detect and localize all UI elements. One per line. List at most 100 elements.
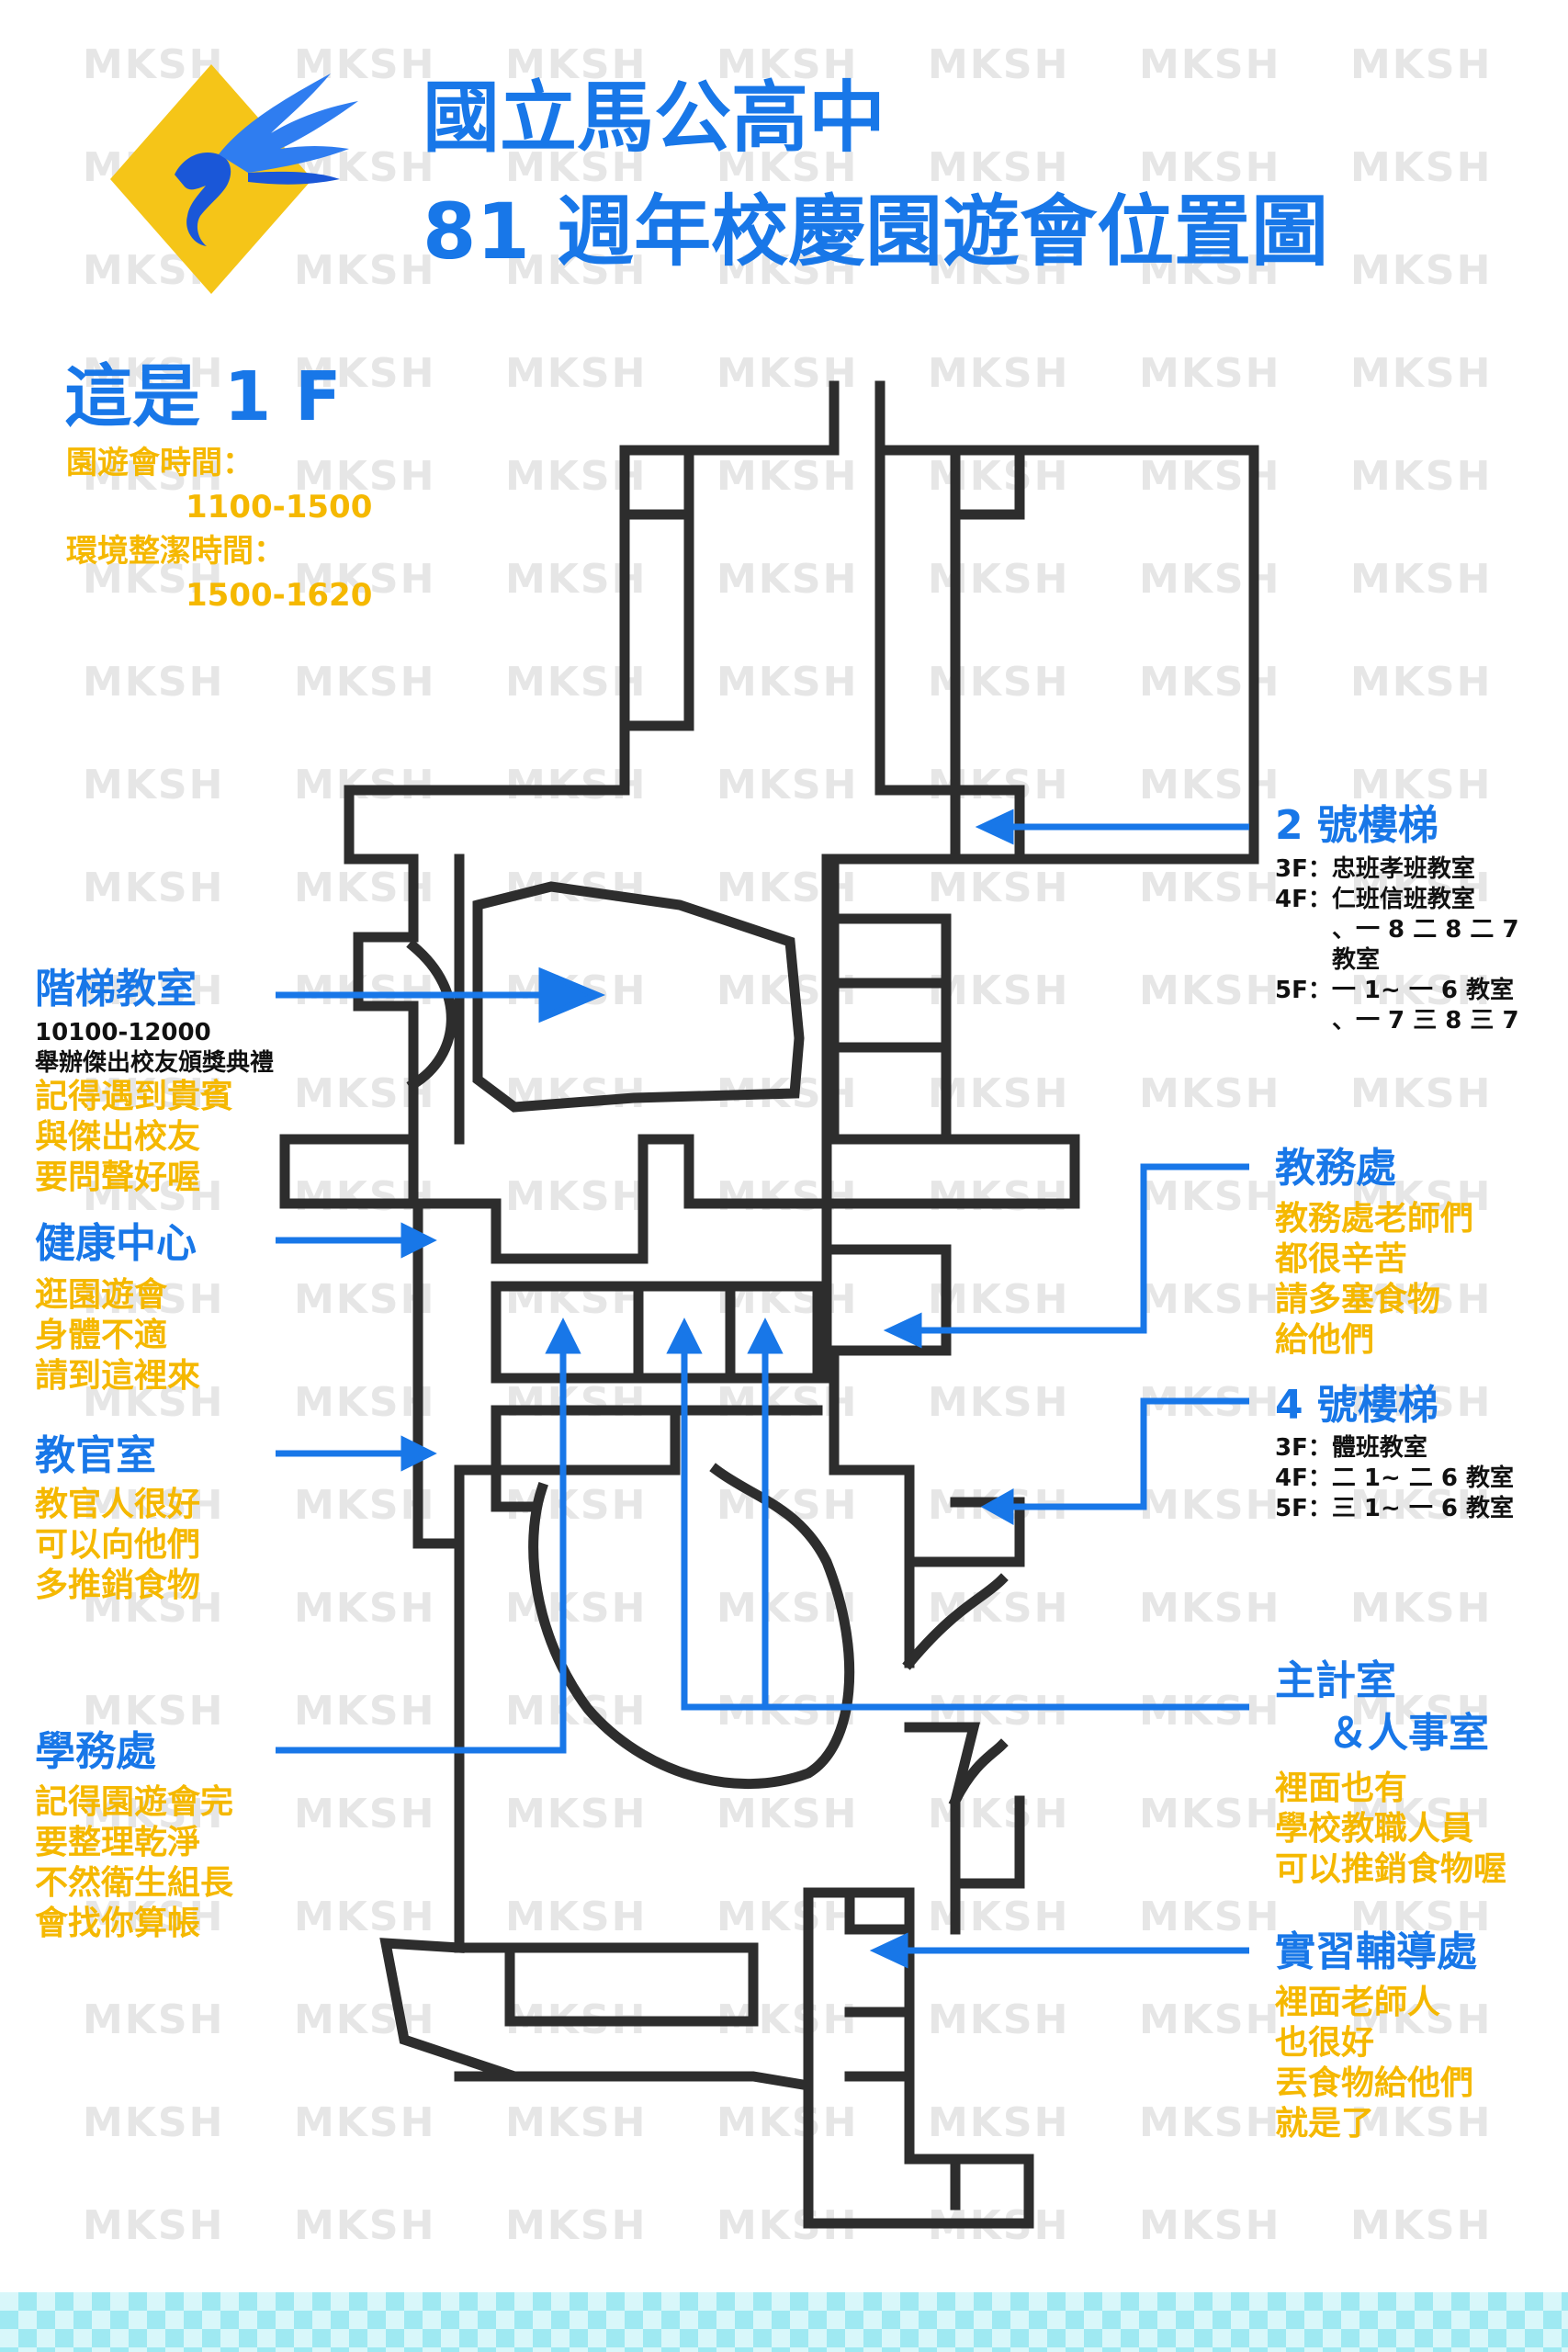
note-line: 記得遇到貴賓 [35, 1078, 234, 1115]
watermark-text: MKSH [1139, 1688, 1281, 1735]
watermark-text: MKSH [716, 144, 859, 191]
note-line: 請到這裡來 [35, 1357, 201, 1395]
lecture-hall-label: 階梯教室 [35, 966, 197, 1012]
classroom-row [491, 1281, 823, 1384]
checkered-footer [0, 2292, 1568, 2352]
watermark-text: MKSH [716, 453, 859, 500]
watermark-text: MKSH [716, 247, 859, 294]
pegasus-icon [175, 74, 358, 246]
watermark-text: MKSH [505, 247, 648, 294]
academic-affairs-label: 教務處 [1275, 1145, 1396, 1192]
watermark-text: MKSH [83, 762, 225, 808]
note-line: 裡面也有 [1275, 1770, 1408, 1807]
watermark-text: MKSH [1139, 1482, 1281, 1529]
wall-north-right-corridor [874, 445, 961, 865]
watermark-text: MKSH [1139, 41, 1281, 88]
info-line: 4F：仁班信班教室 [1275, 886, 1475, 913]
watermark-text: MKSH [505, 2099, 648, 2146]
watermark-text: MKSH [1350, 1482, 1493, 1529]
info-line: 3F：忠班孝班教室 [1275, 855, 1475, 883]
watermark-text: MKSH [83, 1996, 225, 2043]
lecture-hall-info: 10100-12000 舉辦傑出校友頒獎典禮 [35, 1018, 274, 1079]
watermark-text: MKSH [1350, 1894, 1493, 1940]
note-line: 裡面老師人 [1275, 1984, 1441, 2021]
watermark-text: MKSH [928, 1379, 1070, 1426]
watermark-text: MKSH [1139, 967, 1281, 1014]
watermark-text: MKSH [1350, 865, 1493, 911]
watermark-text: MKSH [1350, 453, 1493, 500]
school-logo [110, 64, 358, 294]
note-line: 會找你算帳 [35, 1905, 201, 1942]
watermark-text: MKSH [1139, 144, 1281, 191]
watermark-text: MKSH [83, 1688, 225, 1735]
watermark-text: MKSH [1350, 1688, 1493, 1735]
lecture-hall-arc [406, 939, 457, 1091]
note-line: 與傑出校友 [35, 1118, 201, 1156]
note-line: 都很辛苦 [1275, 1240, 1408, 1278]
note-line: 請多塞食物 [1275, 1281, 1441, 1318]
stair-2-label: 2 號樓梯 [1275, 802, 1438, 849]
watermark-text: MKSH [83, 2202, 225, 2249]
counseling-note: 裡面老師人 也很好 丟食物給他們 就是了 [1275, 1983, 1473, 2144]
watermark-text: MKSH [1350, 1379, 1493, 1426]
note-line: 可以推銷食物喔 [1275, 1850, 1507, 1888]
watermark-text: MKSH [294, 1276, 436, 1323]
watermark-text: MKSH [505, 1585, 648, 1632]
note-line: 也很好 [1275, 2024, 1375, 2062]
stair-4-info: 3F：體班教室 4F：二 1~ 二 6 教室 5F：三 1~ 一 6 教室 [1275, 1433, 1514, 1524]
watermark-text: MKSH [1350, 41, 1493, 88]
watermark-text: MKSH [1139, 1070, 1281, 1117]
wall-north-left-room [619, 509, 694, 731]
watermark-text: MKSH [716, 2099, 859, 2146]
watermark-text: MKSH [83, 2099, 225, 2146]
watermark-text: MKSH [1139, 2202, 1281, 2249]
watermark-text: MKSH [83, 659, 225, 706]
note-line: 丟食物給他們 [1275, 2064, 1474, 2102]
info-line: 、一 7 三 8 三 7 [1332, 1007, 1519, 1035]
watermark-text: MKSH [928, 1996, 1070, 2043]
watermark-text: MKSH [1139, 1791, 1281, 1838]
watermark-text: MKSH [1139, 1996, 1281, 2043]
accounting-label: 主計室 [1275, 1657, 1396, 1704]
student-affairs-note: 記得園遊會完 要整理乾淨 不然衛生組長 會找你算帳 [35, 1782, 233, 1944]
wall-north-inner [828, 380, 1259, 865]
lecture-hall-time: 10100-12000 [35, 1019, 211, 1046]
watermark-text: MKSH [294, 1585, 436, 1632]
watermark-text: MKSH [716, 41, 859, 88]
info-line: 4F：二 1~ 二 6 教室 [1275, 1464, 1515, 1492]
stair-2-info: 3F：忠班孝班教室 4F：仁班信班教室 、一 8 二 8 二 7 教室 5F：一… [1275, 854, 1519, 1036]
note-line: 就是了 [1275, 2105, 1375, 2143]
watermark-text: MKSH [1350, 144, 1493, 191]
academic-affairs-note: 教務處老師們 都很辛苦 請多塞食物 給他們 [1275, 1199, 1473, 1361]
watermark-text: MKSH [83, 1173, 225, 1220]
watermark-text: MKSH [1350, 1173, 1493, 1220]
watermark-text: MKSH [716, 1173, 859, 1220]
note-line: 學校教職人員 [1275, 1810, 1474, 1848]
note-line: 給他們 [1275, 1321, 1375, 1359]
watermark-text: MKSH [1350, 659, 1493, 706]
watermark-text: MKSH [928, 350, 1070, 397]
lecture-hall-note: 記得遇到貴賓 與傑出校友 要問聲好喔 [35, 1077, 233, 1198]
fair-time-label: 園遊會時間： [66, 445, 254, 481]
watermark-text: MKSH [294, 659, 436, 706]
title-line1: 國立馬公高中 [423, 73, 886, 163]
watermark-text: MKSH [294, 453, 436, 500]
watermark-text: MKSH [294, 350, 436, 397]
watermark-text: MKSH [83, 1585, 225, 1632]
watermark-text: MKSH [294, 1791, 436, 1838]
watermark-text: MKSH [505, 144, 648, 191]
watermark-text: MKSH [83, 1276, 225, 1323]
watermark-text: MKSH [1350, 762, 1493, 808]
health-center-label: 健康中心 [35, 1220, 197, 1267]
watermark-text: MKSH [83, 1791, 225, 1838]
watermark-text: MKSH [505, 41, 648, 88]
watermark-text: MKSH [83, 967, 225, 1014]
watermark-text: MKSH [928, 247, 1070, 294]
watermark-text: MKSH [294, 1996, 436, 2043]
clean-time-label: 環境整潔時間： [66, 533, 285, 570]
watermark-text: MKSH [1139, 865, 1281, 911]
watermark-text: MKSH [1350, 1996, 1493, 2043]
fair-time-value: 1100-1500 [186, 489, 373, 526]
watermark-text: MKSH [716, 762, 859, 808]
note-line: 要整理乾淨 [35, 1824, 201, 1861]
